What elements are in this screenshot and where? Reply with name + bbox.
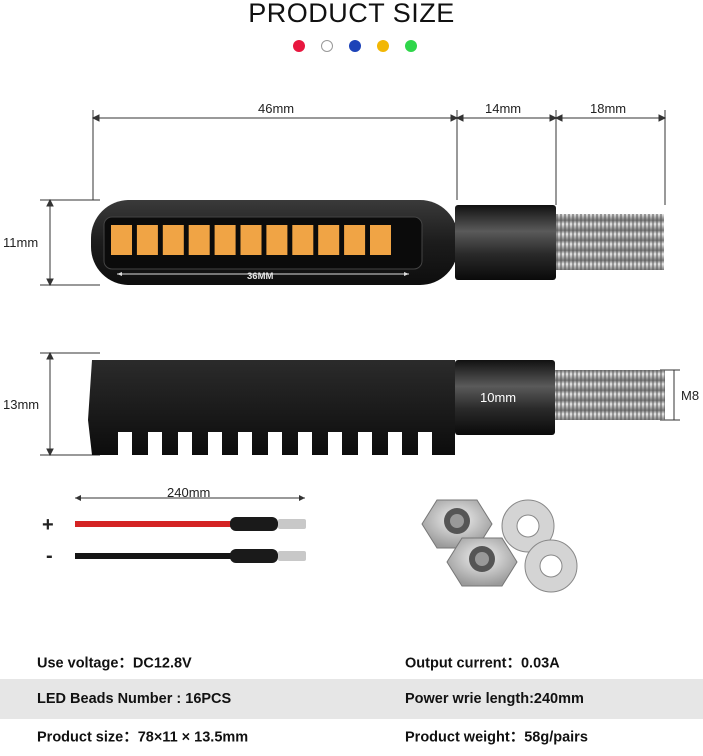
thread-size-label: M8: [681, 388, 700, 403]
page-title: PRODUCT SIZE: [248, 0, 455, 28]
led-bead: [292, 225, 314, 255]
color-swatch-blue: [349, 40, 361, 52]
led-bead: [111, 225, 132, 255]
led-bead: [266, 225, 288, 255]
led-bead: [370, 225, 391, 255]
spec-product-weight: Product weight：58g/pairs: [405, 729, 588, 746]
length-14mm-label: 14mm: [485, 101, 522, 116]
spec-led-beads: LED Beads Number : 16PCS: [37, 691, 232, 707]
led-bead: [240, 225, 262, 255]
height-11mm-label: 11mm: [3, 235, 39, 250]
spec-output-current: Output current：0.03A: [405, 655, 560, 672]
color-swatch-red: [293, 40, 305, 52]
side-view-light: [88, 360, 665, 455]
spec-wire-length: Power wrie length:240mm: [405, 691, 584, 707]
product-drawing: [40, 110, 680, 593]
spec-row: Use voltage：DC12.8V Output current：0.03A: [0, 642, 703, 682]
length-18mm-label: 18mm: [590, 101, 627, 116]
spec-product-size: Product size：78×11 × 13.5mm: [37, 729, 249, 746]
black-wire: [75, 553, 235, 559]
wires: [75, 495, 306, 563]
led-bead-row: [111, 225, 391, 255]
color-options: [293, 40, 433, 52]
neck-diameter-label: 10mm: [480, 390, 517, 405]
nuts-and-washers: [421, 499, 578, 593]
height-13mm-label: 13mm: [3, 397, 40, 412]
led-bead: [318, 225, 340, 255]
led-bead: [162, 225, 184, 255]
top-view-light: [91, 200, 664, 285]
led-length-label: 36MM: [247, 271, 274, 282]
spec-row: LED Beads Number : 16PCS Power wrie leng…: [0, 679, 703, 719]
color-swatch-green: [405, 40, 417, 52]
led-bead: [188, 225, 210, 255]
wire-length-label: 240mm: [167, 485, 211, 500]
spec-row: Product size：78×11 × 13.5mm Product weig…: [0, 716, 703, 756]
spec-use-voltage: Use voltage：DC12.8V: [37, 655, 192, 672]
length-46mm-label: 46mm: [258, 101, 295, 116]
negative-label: -: [46, 545, 53, 567]
led-bead: [214, 225, 236, 255]
led-bead: [136, 225, 158, 255]
red-wire: [75, 521, 235, 527]
positive-label: +: [42, 514, 54, 536]
color-swatch-white: [321, 40, 333, 52]
color-swatch-yellow: [377, 40, 389, 52]
led-bead: [344, 225, 366, 255]
